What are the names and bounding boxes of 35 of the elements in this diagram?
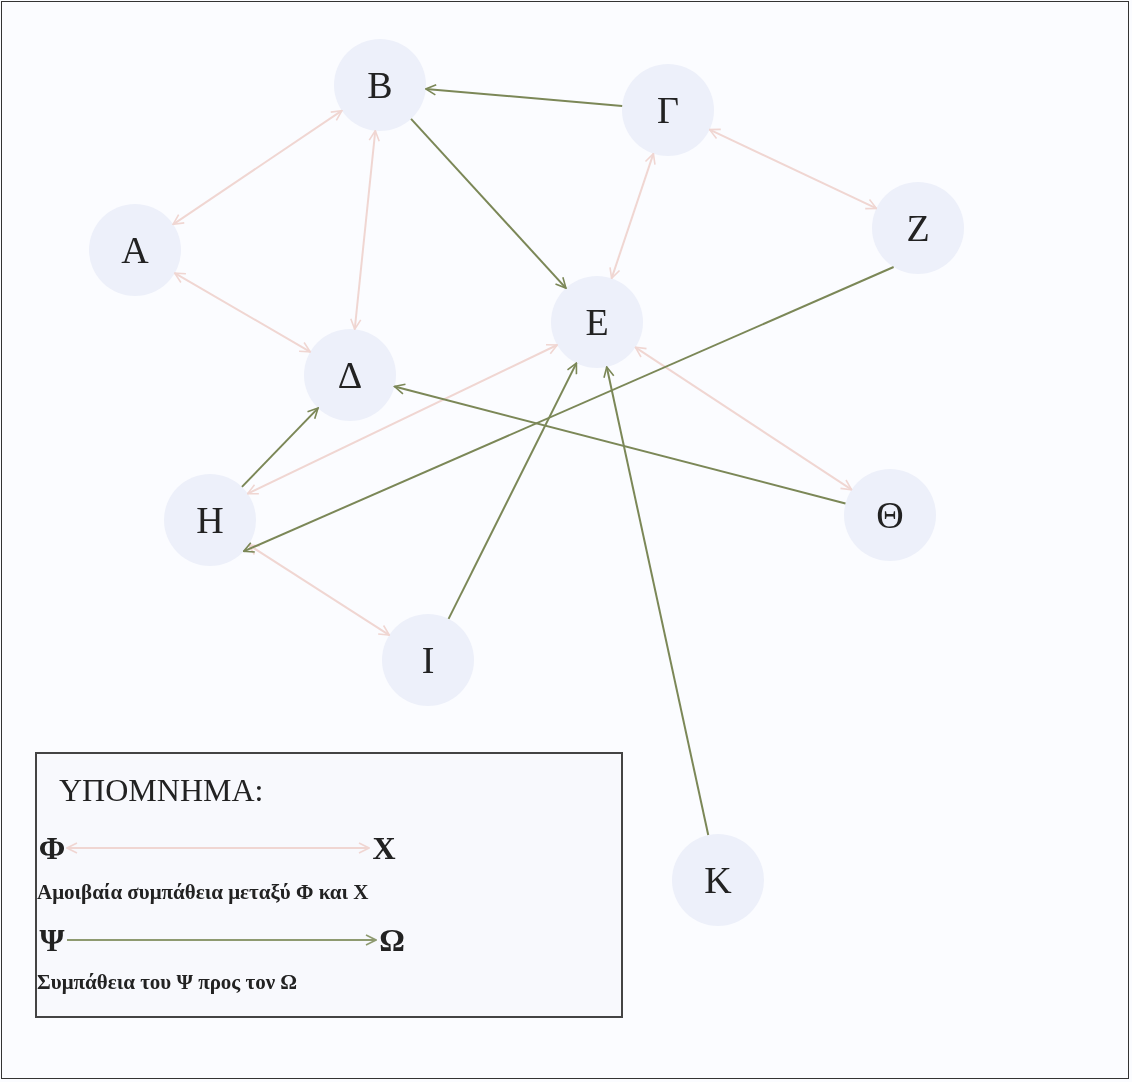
arrow <box>634 346 853 491</box>
node-label: Η <box>196 501 224 539</box>
arrow <box>242 266 895 553</box>
arrow <box>609 152 656 280</box>
arrow <box>173 272 312 353</box>
node-label: Β <box>367 66 393 104</box>
node-label: Α <box>121 231 149 269</box>
arrow <box>447 362 578 620</box>
legend-symbol: Χ <box>372 832 396 864</box>
node-circle <box>551 276 643 368</box>
arrow <box>66 934 377 946</box>
arrow <box>350 129 380 331</box>
node-label: Δ <box>337 356 363 394</box>
arrow <box>708 128 878 210</box>
arrow <box>246 344 559 495</box>
legend-title: ΥΠΟΜΝΗΜΑ: <box>59 772 264 809</box>
legend-text: Συμπάθεια του Ψ προς τον Ω <box>37 970 298 995</box>
legend-symbol: Ψ <box>39 924 65 956</box>
arrow <box>66 842 370 854</box>
legend-symbol: Φ <box>38 832 66 864</box>
arrow <box>172 109 343 226</box>
arrow <box>424 84 624 107</box>
node-label: Γ <box>657 91 679 129</box>
node-label: Ι <box>421 641 435 679</box>
legend-symbol: Ω <box>379 924 405 956</box>
node-label: Ε <box>585 303 609 341</box>
arrow <box>247 543 391 637</box>
node-label: Ζ <box>906 209 930 247</box>
arrow <box>410 117 567 290</box>
legend-text: Αμοιβαία συμπάθεια μεταξύ Φ και Χ <box>37 880 369 905</box>
node-label: Θ <box>876 496 904 534</box>
arrow <box>603 365 710 837</box>
arrow <box>393 383 847 505</box>
arrow <box>240 407 320 488</box>
node-label: Κ <box>704 861 732 899</box>
